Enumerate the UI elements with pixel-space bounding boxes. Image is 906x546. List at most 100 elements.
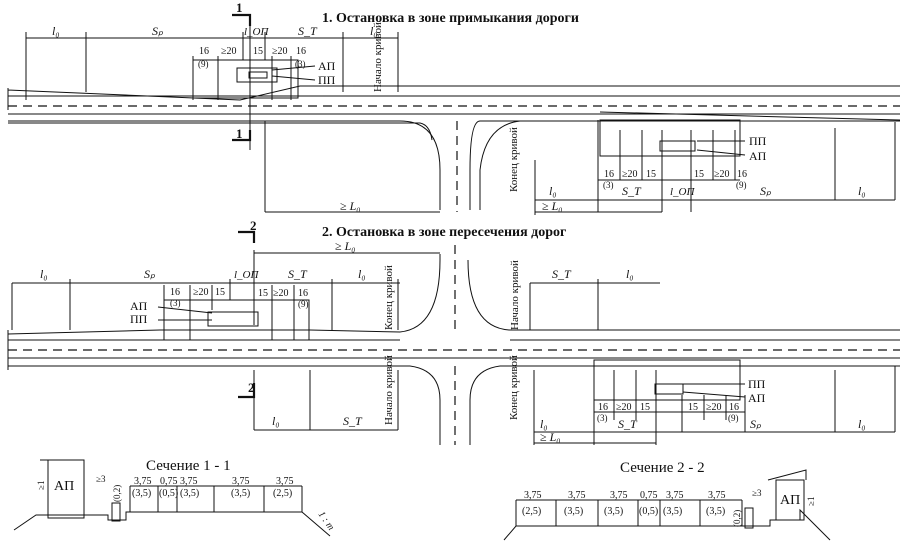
s1-section-mark-bottom: [232, 130, 252, 142]
svg-text:Sₚ: Sₚ: [144, 267, 156, 281]
section1-profile: [13, 511, 331, 537]
svg-text:S_Т: S_Т: [343, 414, 363, 428]
svg-text:l₀: l₀: [358, 267, 366, 281]
section1-w2: 0,75: [160, 476, 178, 487]
s1-lower-ap-shelter: [659, 140, 696, 152]
svg-text:(3,5): (3,5): [663, 506, 682, 517]
section2-ap-shelter: [775, 479, 805, 521]
section1-slope: 1 : m: [316, 509, 337, 532]
svg-text:l₀: l₀: [858, 417, 866, 431]
svg-text:(3,5): (3,5): [604, 506, 623, 517]
svg-text:≥ L₀: ≥ L₀: [542, 199, 562, 213]
svg-text:16: 16: [729, 402, 739, 413]
s1-curve-end-lower: Конец кривой: [508, 127, 520, 192]
svg-text:(9): (9): [736, 180, 747, 190]
svg-text:16: 16: [598, 402, 608, 413]
svg-text:15: 15: [694, 169, 704, 180]
section2-w4: 0,75: [640, 490, 658, 501]
svg-text:16: 16: [604, 169, 614, 180]
svg-text:(0,5): (0,5): [639, 506, 658, 517]
svg-text:Sₚ: Sₚ: [760, 184, 772, 198]
svg-text:l₀: l₀: [40, 267, 48, 281]
section1-w3: 3,75: [180, 476, 198, 487]
svg-text:S_Т: S_Т: [618, 417, 638, 431]
svg-text:≥20: ≥20: [221, 46, 237, 57]
s1-upper-pp-label: ПП: [318, 73, 336, 87]
svg-text:15: 15: [253, 46, 263, 57]
svg-text:≥20: ≥20: [714, 169, 730, 180]
svg-text:16: 16: [737, 169, 747, 180]
svg-text:≥20: ≥20: [616, 402, 632, 413]
svg-text:(3): (3): [170, 298, 181, 308]
svg-text:≥20: ≥20: [193, 287, 209, 298]
svg-text:2: 2: [248, 380, 255, 395]
s2-curve-start-upper: Начало кривой: [509, 260, 521, 330]
s2-lower-ap-label: АП: [748, 391, 766, 405]
s1-st: S_Т: [298, 24, 318, 38]
svg-text:(3,5): (3,5): [132, 488, 151, 499]
section1-w5: 3,75: [276, 476, 294, 487]
svg-text:(9): (9): [298, 299, 309, 309]
svg-text:16: 16: [199, 46, 209, 57]
svg-text:(0,5): (0,5): [159, 488, 178, 499]
svg-text:≥20: ≥20: [273, 288, 289, 299]
svg-text:(3,5): (3,5): [706, 506, 725, 517]
s2-junction-lr: [469, 365, 501, 445]
s1-lop: l_ОП: [244, 26, 270, 38]
s2-upper-ap-label: АП: [130, 299, 148, 313]
section1-title: Сечение 1 - 1: [146, 458, 231, 474]
svg-text:l₀: l₀: [272, 414, 280, 428]
s2-road-edge-top: [7, 329, 401, 335]
s2-upper-ap-shelter: [207, 311, 259, 327]
section1-w4: 3,75: [232, 476, 250, 487]
section2-w5: 3,75: [666, 490, 684, 501]
svg-text:l₀: l₀: [858, 184, 866, 198]
svg-text:l₀: l₀: [626, 267, 634, 281]
svg-text:15: 15: [215, 287, 225, 298]
svg-text:(2,5): (2,5): [273, 488, 292, 499]
s2-junction-ur: [467, 259, 511, 331]
s1-lower-pp-label: ПП: [749, 134, 767, 148]
s2-ge-l0-bottom: ≥ L₀: [540, 430, 560, 444]
s2-curve-start-lower: Начало кривой: [383, 355, 395, 425]
scheme2-title: 2. Остановка в зоне пересечения дорог: [322, 225, 566, 240]
svg-text:(0,2): (0,2): [112, 485, 122, 502]
s1-curve-start-upper: Начало кривой: [372, 22, 384, 92]
svg-text:(3): (3): [597, 413, 608, 423]
svg-text:(3,5): (3,5): [180, 488, 199, 499]
s1-sp: Sₚ: [152, 24, 164, 38]
scheme1-title: 1. Остановка в зоне примыкания дороги: [322, 11, 579, 26]
svg-text:1: 1: [236, 126, 243, 141]
s1-lower-ap-label: АП: [749, 149, 767, 163]
svg-text:15: 15: [640, 402, 650, 413]
s2-junction-ll: [409, 365, 441, 445]
section1-w1: 3,75: [134, 476, 152, 487]
svg-text:16: 16: [296, 46, 306, 57]
svg-text:l_ОП: l_ОП: [234, 269, 260, 281]
svg-text:≥3: ≥3: [96, 474, 106, 484]
svg-text:2: 2: [250, 218, 257, 233]
svg-text:l₀: l₀: [540, 417, 548, 431]
svg-text:(3): (3): [295, 59, 306, 69]
svg-text:(9): (9): [728, 413, 739, 423]
svg-text:≥20: ≥20: [622, 169, 638, 180]
svg-text:(0,2): (0,2): [732, 510, 742, 527]
svg-text:Sₚ: Sₚ: [750, 417, 762, 431]
s1-upper-ap-shelter: [236, 67, 278, 83]
svg-text:l_ОП: l_ОП: [670, 186, 696, 198]
svg-text:≥3: ≥3: [752, 488, 762, 498]
s1-upper-ap-label: АП: [318, 59, 336, 73]
svg-text:≥1: ≥1: [806, 497, 816, 506]
s2-lower-ap-shelter: [654, 383, 684, 395]
svg-text:16: 16: [170, 287, 180, 298]
s2-ge-l0-top: ≥ L₀: [335, 239, 355, 253]
s1-upper-platform: [192, 59, 299, 99]
svg-text:≥20: ≥20: [272, 46, 288, 57]
svg-text:(9): (9): [198, 59, 209, 69]
s2-curve-end-upper: Конец кривой: [383, 265, 395, 330]
s2-upper-pp-label: ПП: [130, 312, 148, 326]
svg-text:S_Т: S_Т: [552, 267, 572, 281]
s2-curve-end-lower: Конец кривой: [508, 355, 520, 420]
